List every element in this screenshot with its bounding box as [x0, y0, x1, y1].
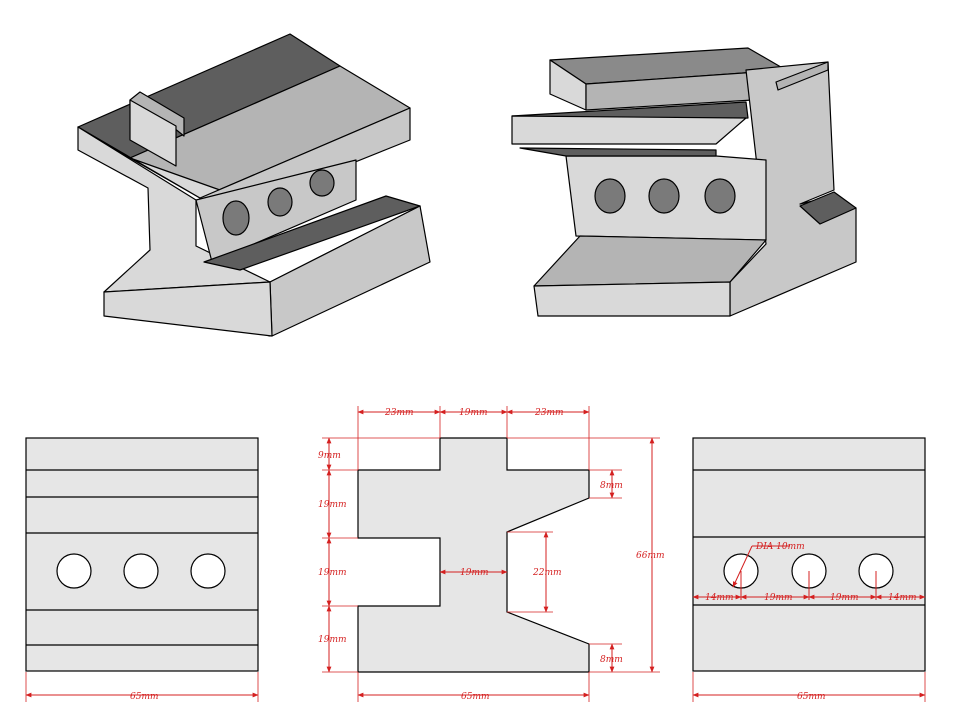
dim-spacing-2: 19mm — [830, 593, 859, 603]
dim-hole-diameter: DIA 10mm — [755, 542, 805, 552]
dim-spacing-left: 14mm — [705, 593, 734, 603]
dim-width: 65mm — [461, 692, 490, 702]
dim-top-middle: 19mm — [459, 408, 488, 418]
profile-view: 23mm 19mm 23mm 9mm 19mm 19mm 19mm 19mm 8… — [318, 406, 665, 702]
dim-spacing-right: 14mm — [888, 593, 917, 603]
side-width-label: 65mm — [797, 692, 826, 702]
dim-height: 66mm — [636, 551, 665, 561]
dim-left-middle: 19mm — [318, 568, 347, 578]
dim-v-bottom: 8mm — [600, 655, 623, 665]
dim-left-top: 9mm — [318, 451, 341, 461]
dim-v-depth: 22mm — [532, 568, 562, 578]
dim-web-width: 19mm — [460, 568, 489, 578]
isometric-view-front — [77, 33, 431, 337]
dim-top-left: 23mm — [384, 408, 414, 418]
dim-left-upper: 19mm — [318, 500, 347, 510]
isometric-view-back — [511, 47, 857, 317]
dim-spacing-1: 19mm — [764, 593, 793, 603]
front-view: 65mm — [25, 437, 259, 702]
hole-3 — [190, 553, 226, 589]
side-view: DIA 10mm 14mm 19mm 19mm 14mm 65mm — [692, 437, 926, 702]
hole-2 — [123, 553, 159, 589]
hole-1 — [56, 553, 92, 589]
front-width-label: 65mm — [130, 692, 159, 702]
dim-top-right: 23mm — [534, 408, 564, 418]
dim-left-lower: 19mm — [318, 635, 347, 645]
dim-v-top: 8mm — [600, 481, 623, 491]
